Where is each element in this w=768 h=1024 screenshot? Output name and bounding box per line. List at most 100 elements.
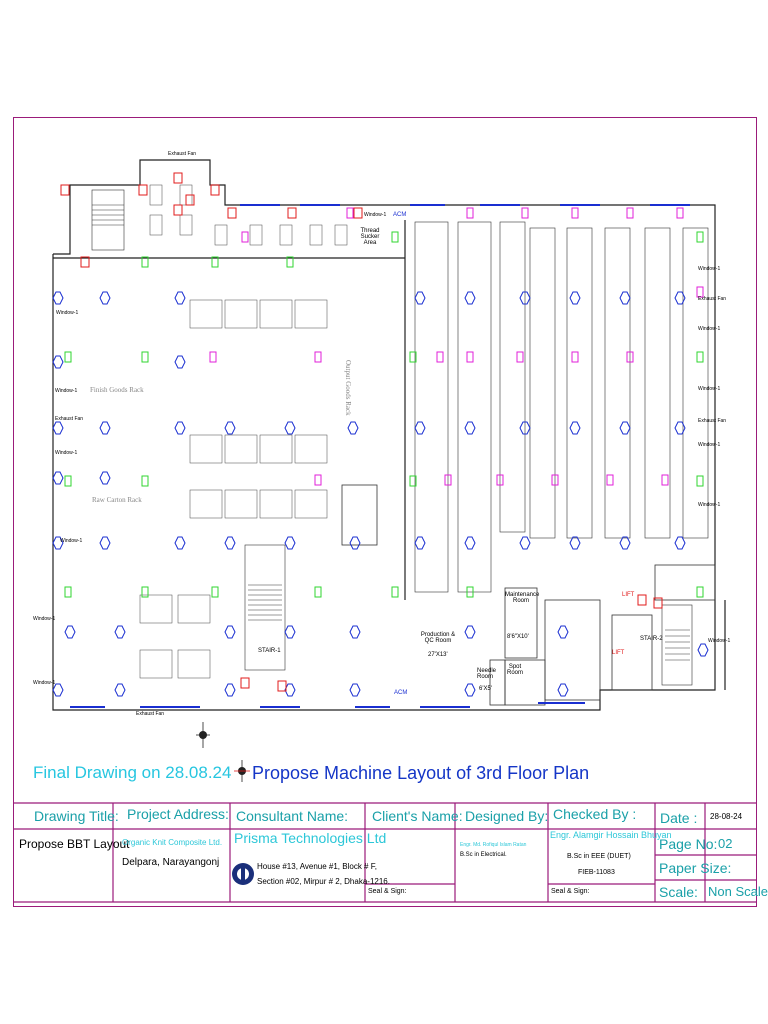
long-table: [414, 221, 449, 593]
designer-name: Engr. Md. Rofiqul Islam Ratan: [460, 842, 527, 848]
machine-block: [294, 489, 328, 519]
light-fixture-icon: [414, 291, 426, 305]
window-label: Window-1: [33, 616, 56, 622]
date-value: 28-08-24: [710, 812, 743, 821]
long-machine-tables: [414, 221, 709, 593]
client-seal-sign: Seal & Sign:: [368, 888, 407, 895]
light-fixture-icon: [674, 291, 686, 305]
machine-block: [224, 299, 258, 329]
light-fixture-icon: [349, 536, 361, 550]
machine-block: [259, 489, 293, 519]
light-fixture-icon: [464, 291, 476, 305]
light-fixture-icon: [284, 683, 296, 697]
fan-icon: [277, 680, 287, 692]
title-compass-icon: [234, 760, 250, 782]
light-fixture-icon: [519, 291, 531, 305]
outlet-icon: [496, 474, 504, 486]
socket-icon: [466, 586, 474, 598]
outlet-icon: [436, 351, 444, 363]
socket-icon: [314, 586, 322, 598]
light-fixture-icon: [284, 421, 296, 435]
machine-block: [259, 434, 293, 464]
light-fixture-icon: [52, 291, 64, 305]
window-label: Window-1: [364, 212, 387, 218]
light-fixture-icon: [557, 683, 569, 697]
fan-icon: [80, 256, 90, 268]
window-label: Window-1: [698, 502, 721, 508]
light-fixture-icon: [284, 536, 296, 550]
light-fixture-icon: [464, 421, 476, 435]
light-fixture-icon: [52, 471, 64, 485]
finish-goods-rack-label: Finish Goods Rack: [90, 386, 144, 394]
long-table: [566, 227, 593, 539]
designed-by-heading: Designed By:: [465, 808, 549, 824]
light-fixture-icon: [99, 536, 111, 550]
machine-cell: [149, 184, 163, 206]
light-fixture-icon: [64, 625, 76, 639]
light-fixture-icon: [52, 536, 64, 550]
checker-seal-sign: Seal & Sign:: [551, 888, 590, 895]
machine-block: [139, 594, 173, 624]
light-fixture-icon: [174, 291, 186, 305]
machine-block: [224, 489, 258, 519]
acm-bottom-label: ACM: [394, 690, 408, 696]
window-label: Window-1: [708, 638, 731, 644]
window-label: Window-1: [55, 388, 78, 394]
consultant-address-line1: House #13, Avenue #1, Block # F,: [257, 862, 377, 871]
fan-icon: [185, 194, 195, 206]
machine-cell: [334, 224, 348, 246]
exhaust-fan-bottom-label: Exhaust Fan: [136, 711, 165, 717]
light-fixture-icon: [284, 625, 296, 639]
checker-id: FIEB-11083: [578, 869, 615, 876]
machine-block: [139, 649, 173, 679]
light-fixture-icon: [619, 536, 631, 550]
fan-icon: [210, 184, 220, 196]
drawing-title-value: Propose BBT Layout: [19, 837, 130, 851]
outlet-icon: [314, 474, 322, 486]
light-fixture-icon: [674, 536, 686, 550]
window-label: Window-1: [33, 680, 56, 686]
long-table: [682, 227, 709, 539]
light-fixture-icon: [349, 683, 361, 697]
light-fixture-icon: [519, 421, 531, 435]
socket-icon: [391, 231, 399, 243]
light-fixture-icon: [174, 355, 186, 369]
outlet-icon: [571, 351, 579, 363]
outlet-icon: [241, 231, 249, 243]
light-fixture-icon: [464, 683, 476, 697]
outlet-icon: [696, 286, 704, 298]
room-partitions: [341, 484, 716, 706]
socket-icon: [141, 586, 149, 598]
checked-by-heading: Checked By :: [553, 806, 637, 822]
outlet-icon: [661, 474, 669, 486]
light-fixture-icon: [619, 291, 631, 305]
machine-block: [294, 434, 328, 464]
socket-icon: [211, 586, 219, 598]
page-no-heading: Page No:: [659, 836, 718, 852]
light-fixture-icon: [464, 536, 476, 550]
needle-room-label: Needle Room: [477, 668, 497, 680]
project-address-heading: Project Address:: [127, 806, 229, 822]
outlet-icon: [314, 351, 322, 363]
fan-icon: [287, 207, 297, 219]
drawing-main-title: Propose Machine Layout of 3rd Floor Plan: [252, 763, 590, 783]
light-fixture-icon: [99, 471, 111, 485]
light-fixture-icon: [174, 536, 186, 550]
outlet-icon: [551, 474, 559, 486]
machine-block: [259, 299, 293, 329]
production-qc-size: 27'X13': [428, 652, 448, 658]
window-label: Window-1: [60, 538, 83, 544]
light-fixture-icon: [224, 625, 236, 639]
long-table: [604, 227, 631, 539]
fan-icon: [653, 597, 663, 609]
long-table: [644, 227, 671, 539]
checker-degree: B.Sc in EEE (DUET): [567, 853, 631, 860]
window-label: Window-1: [56, 310, 79, 316]
light-fixture-icon: [52, 683, 64, 697]
long-table: [499, 221, 526, 533]
machine-block: [224, 434, 258, 464]
thread-sucker-label: Thread Sucker Area: [360, 228, 380, 246]
socket-icon: [409, 475, 417, 487]
long-table: [457, 221, 492, 593]
